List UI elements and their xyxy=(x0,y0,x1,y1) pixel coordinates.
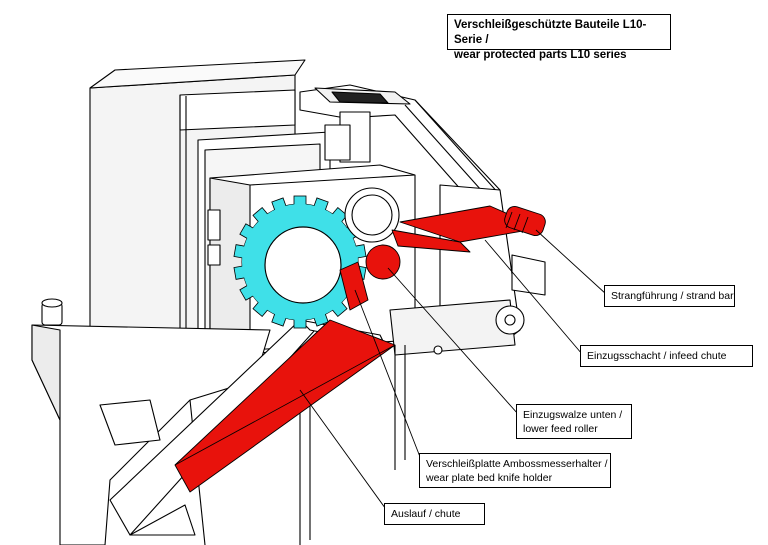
callout-wear-plate: Verschleißplatte Ambossmesserhalter / we… xyxy=(419,453,611,488)
cutter-rotor xyxy=(233,195,367,329)
diagram-title: Verschleißgeschützte Bauteile L10-Serie … xyxy=(447,14,671,61)
leader-strand-bar xyxy=(535,229,607,295)
callout-lower-feed-roller: Einzugswalze unten / lower feed roller xyxy=(516,404,632,439)
bed-knife-wear-plate xyxy=(339,261,369,311)
lower-frame xyxy=(31,298,406,545)
outlet-chute xyxy=(174,319,396,493)
callout-infeed-chute-text: Einzugsschacht / infeed chute xyxy=(587,350,727,362)
leader-wear-plate xyxy=(354,289,423,463)
callout-chute-text: Auslauf / chute xyxy=(391,508,461,520)
upper-feed-roller xyxy=(344,187,400,243)
top-inlet xyxy=(299,84,501,201)
callout-strand-bar: Strangführung / strand bar xyxy=(604,285,735,307)
strand-bar xyxy=(391,205,546,253)
callout-feed-roller-line-1: Einzugswalze unten / xyxy=(523,409,623,421)
callout-chute: Auslauf / chute xyxy=(384,503,485,525)
leader-feed-roller xyxy=(387,267,519,415)
callout-wear-plate-line-1: Verschleißplatte Ambossmesserhalter / xyxy=(426,458,608,470)
callout-wear-plate-line-2: wear plate bed knife holder xyxy=(426,472,553,484)
callout-feed-roller-line-2: lower feed roller xyxy=(523,423,598,435)
callout-infeed-chute: Einzugsschacht / infeed chute xyxy=(580,345,753,367)
leader-infeed-chute xyxy=(484,239,583,355)
callout-strand-bar-text: Strangführung / strand bar xyxy=(611,290,734,302)
title-line-2: wear protected parts L10 series xyxy=(454,49,627,61)
lower-feed-roller xyxy=(365,244,401,280)
leader-chute xyxy=(299,389,389,513)
title-line-1: Verschleißgeschützte Bauteile L10-Serie … xyxy=(454,19,647,46)
